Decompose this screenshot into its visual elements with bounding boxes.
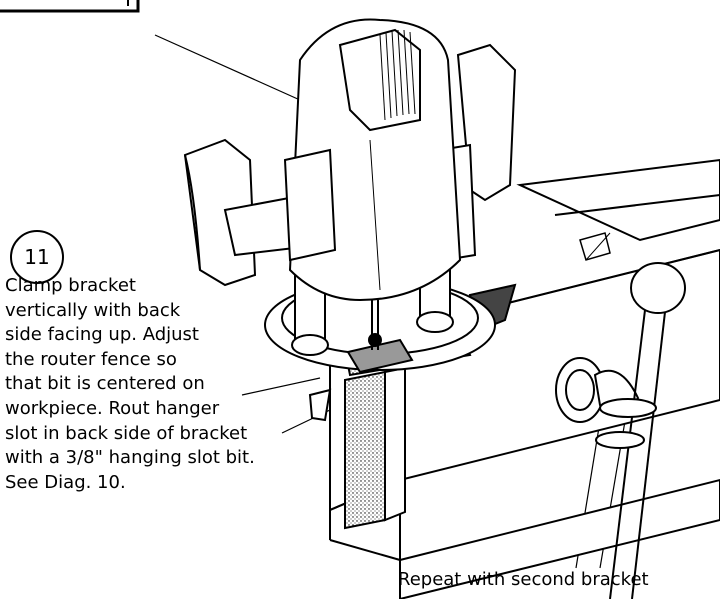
vent-lines: [379, 29, 416, 121]
step-number-badge: 11: [10, 230, 64, 284]
instruction-line: Clamp bracket: [5, 275, 136, 296]
instruction-line: the router fence so: [5, 348, 177, 370]
step-number: 11: [24, 245, 50, 269]
instruction-line: side facing up. Adjust: [5, 324, 199, 346]
instruction-line: See Diag. 10.: [5, 471, 126, 493]
instruction-line: that bit is centered on: [5, 373, 205, 395]
step-instructions: Clamp bracket vertically with back side …: [5, 274, 335, 495]
repeat-caption: Repeat with second bracket: [398, 569, 649, 590]
instruction-line: vertically with back: [5, 299, 181, 321]
diagram-frame-corner: [0, 0, 140, 13]
router: [183, 18, 517, 374]
instruction-line: workpiece. Rout hanger: [5, 397, 220, 419]
instruction-line: with a 3/8" hanging slot bit.: [5, 447, 255, 469]
instruction-line: slot in back side of bracket: [5, 422, 248, 444]
clamp: [555, 262, 686, 599]
